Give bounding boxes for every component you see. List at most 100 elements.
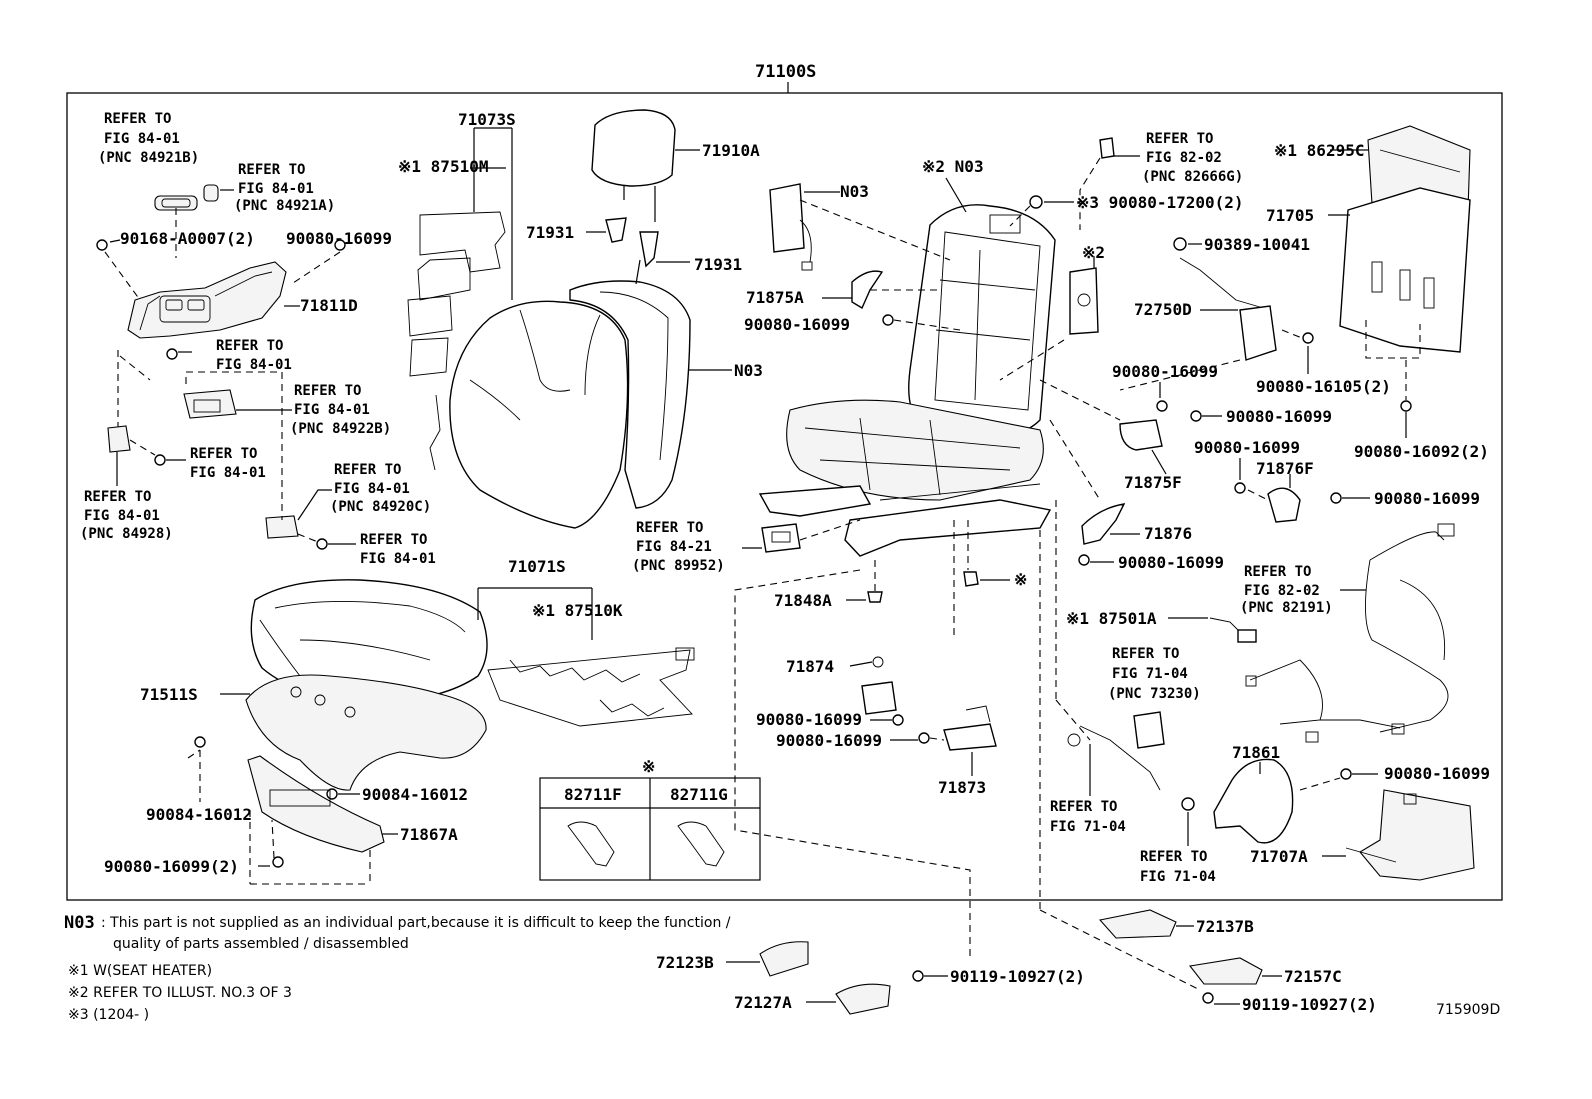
svg-text:FIG 84-01: FIG 84-01 [294,402,370,418]
part-label: N03 [840,182,869,201]
part-label: 90168-A0007(2) [120,229,255,248]
svg-text:FIG 84-01: FIG 84-01 [190,465,266,481]
part-label: 90080-16099 [1118,553,1224,572]
svg-text:FIG 84-21: FIG 84-21 [636,539,712,555]
note-2: ※2 REFER TO ILLUST. NO.3 OF 3 [68,985,292,1001]
svg-text:FIG 71-04: FIG 71-04 [1112,666,1188,682]
part-label: 71073S [458,110,516,129]
svg-text:REFER TO: REFER TO [216,338,283,354]
svg-text:REFER TO: REFER TO [238,162,305,178]
part-label: 71910A [702,141,760,160]
svg-text:FIG 84-01: FIG 84-01 [334,481,410,497]
svg-text:REFER TO: REFER TO [360,532,427,548]
seat-lifter-cable-drawing [1173,237,1277,361]
part-label: 71811D [300,296,358,315]
undercover-drawing [1345,789,1475,881]
svg-text:REFER TO: REFER TO [104,111,171,127]
part-label: 71867A [400,825,458,844]
inset-mark: ※ [642,757,655,776]
part-label: 71931 [526,223,574,242]
svg-text:(PNC 82666G): (PNC 82666G) [1142,169,1243,185]
part-label: ※3 90080-17200(2) [1076,193,1244,212]
part-label: 90080-16099 [1374,489,1480,508]
refer-block: REFER TO FIG 84-01 [360,532,436,567]
refer-block: REFER TO FIG 82-02 (PNC 82666G) [1142,131,1243,185]
svg-text:(PNC 82191): (PNC 82191) [1240,600,1333,616]
bracket-71875a-drawing [851,270,884,310]
refer-block: REFER TO FIG 71-04 (PNC 73230) [1108,646,1201,702]
part-label: ※2 [1082,243,1105,262]
part-label: 90119-10927(2) [1242,995,1377,1014]
wire-harness-drawing [1245,523,1455,743]
cushion-heater-drawing [487,647,695,727]
part-label: 71931 [694,255,742,274]
switch-knob-drawing [154,184,219,211]
clip-marker-drawing [963,571,979,587]
svg-text:REFER TO: REFER TO [1244,564,1311,580]
seatback-cover-drawing [449,280,691,529]
bracket-71876f-drawing [1267,487,1301,523]
svg-text:FIG 84-01: FIG 84-01 [360,551,436,567]
svg-text:FIG 84-01: FIG 84-01 [238,181,314,197]
part-label: N03 [734,361,763,380]
part-label: 71874 [786,657,834,676]
part-label: 72137B [1196,917,1254,936]
note-n03-line2: quality of parts assembled / disassemble… [113,936,409,952]
svg-text:REFER TO: REFER TO [294,383,361,399]
svg-text:REFER TO: REFER TO [1140,849,1207,865]
assembly-frame [66,92,1503,901]
part-label: 90080-16099 [1194,438,1300,457]
part-label: 90389-10041 [1204,235,1310,254]
clip-82666g-drawing [1099,137,1115,159]
side-shield-drawing [127,261,287,339]
cover-72123b-drawing [759,941,809,977]
refer-block: REFER TO FIG 71-04 [1140,849,1216,885]
part-label: 90084-16012 [362,785,468,804]
part-label: ※ [1014,570,1027,589]
seat-cushion-pad-drawing [245,674,487,791]
part-label: 90080-16092(2) [1354,442,1489,461]
bolt-71848a-drawing [867,591,883,603]
clip-inset [539,777,761,881]
part-label: 71861 [1232,743,1280,762]
assembly-number: 71100S [755,62,816,82]
refer-block: REFER TO FIG 84-01 (PNC 84928) [80,489,173,542]
bracket-71873-drawing [943,705,997,751]
refer-block: REFER TO FIG 84-01 (PNC 84921A) [234,162,335,214]
part-label: 72123B [656,953,714,972]
bracket-71876-drawing [1081,503,1126,545]
part-label: 71848A [774,591,832,610]
svg-text:FIG 71-04: FIG 71-04 [1050,819,1126,835]
part-label: 71707A [1250,847,1308,866]
headrest-drawing [591,109,676,222]
seatback-board-drawing [1339,125,1471,353]
part-label: 71876F [1256,459,1314,478]
svg-text:(PNC 73230): (PNC 73230) [1108,686,1201,702]
refer-block: REFER TO FIG 84-01 [190,446,266,481]
svg-text:(PNC 89952): (PNC 89952) [632,558,725,574]
part-label: 71875F [1124,473,1182,492]
bracket-71874-drawing [861,656,897,715]
lumbar-motor-drawing [1069,267,1099,335]
seat-frame-drawing [758,204,1056,557]
seatbelt-buckle-drawing [1067,711,1195,811]
part-label: 71511S [140,685,198,704]
part-label: 71873 [938,778,986,797]
part-label: ※1 87510K [532,601,623,620]
part-label: 90119-10927(2) [950,967,1085,986]
part-label: ※1 87510M [398,157,488,176]
part-label: ※1 87501A [1066,609,1157,628]
inset-right-label: 82711G [670,785,728,804]
figure-id: 715909D [1436,1002,1500,1018]
cover-72137b-drawing [1098,909,1177,939]
part-label: ※1 86295C [1274,141,1364,160]
svg-text:(PNC 84921A): (PNC 84921A) [234,198,335,214]
svg-text:(PNC 84920C): (PNC 84920C) [330,499,431,515]
heater-element-drawing [407,211,506,471]
note-1: ※1 W(SEAT HEATER) [68,963,212,979]
refer-block: REFER TO FIG 84-01 (PNC 84921B) [98,111,199,166]
refer-block: REFER TO FIG 82-02 (PNC 82191) [1240,564,1333,616]
part-label: 71705 [1266,206,1314,225]
screw-drawing [96,239,346,550]
part-label: 71071S [508,557,566,576]
